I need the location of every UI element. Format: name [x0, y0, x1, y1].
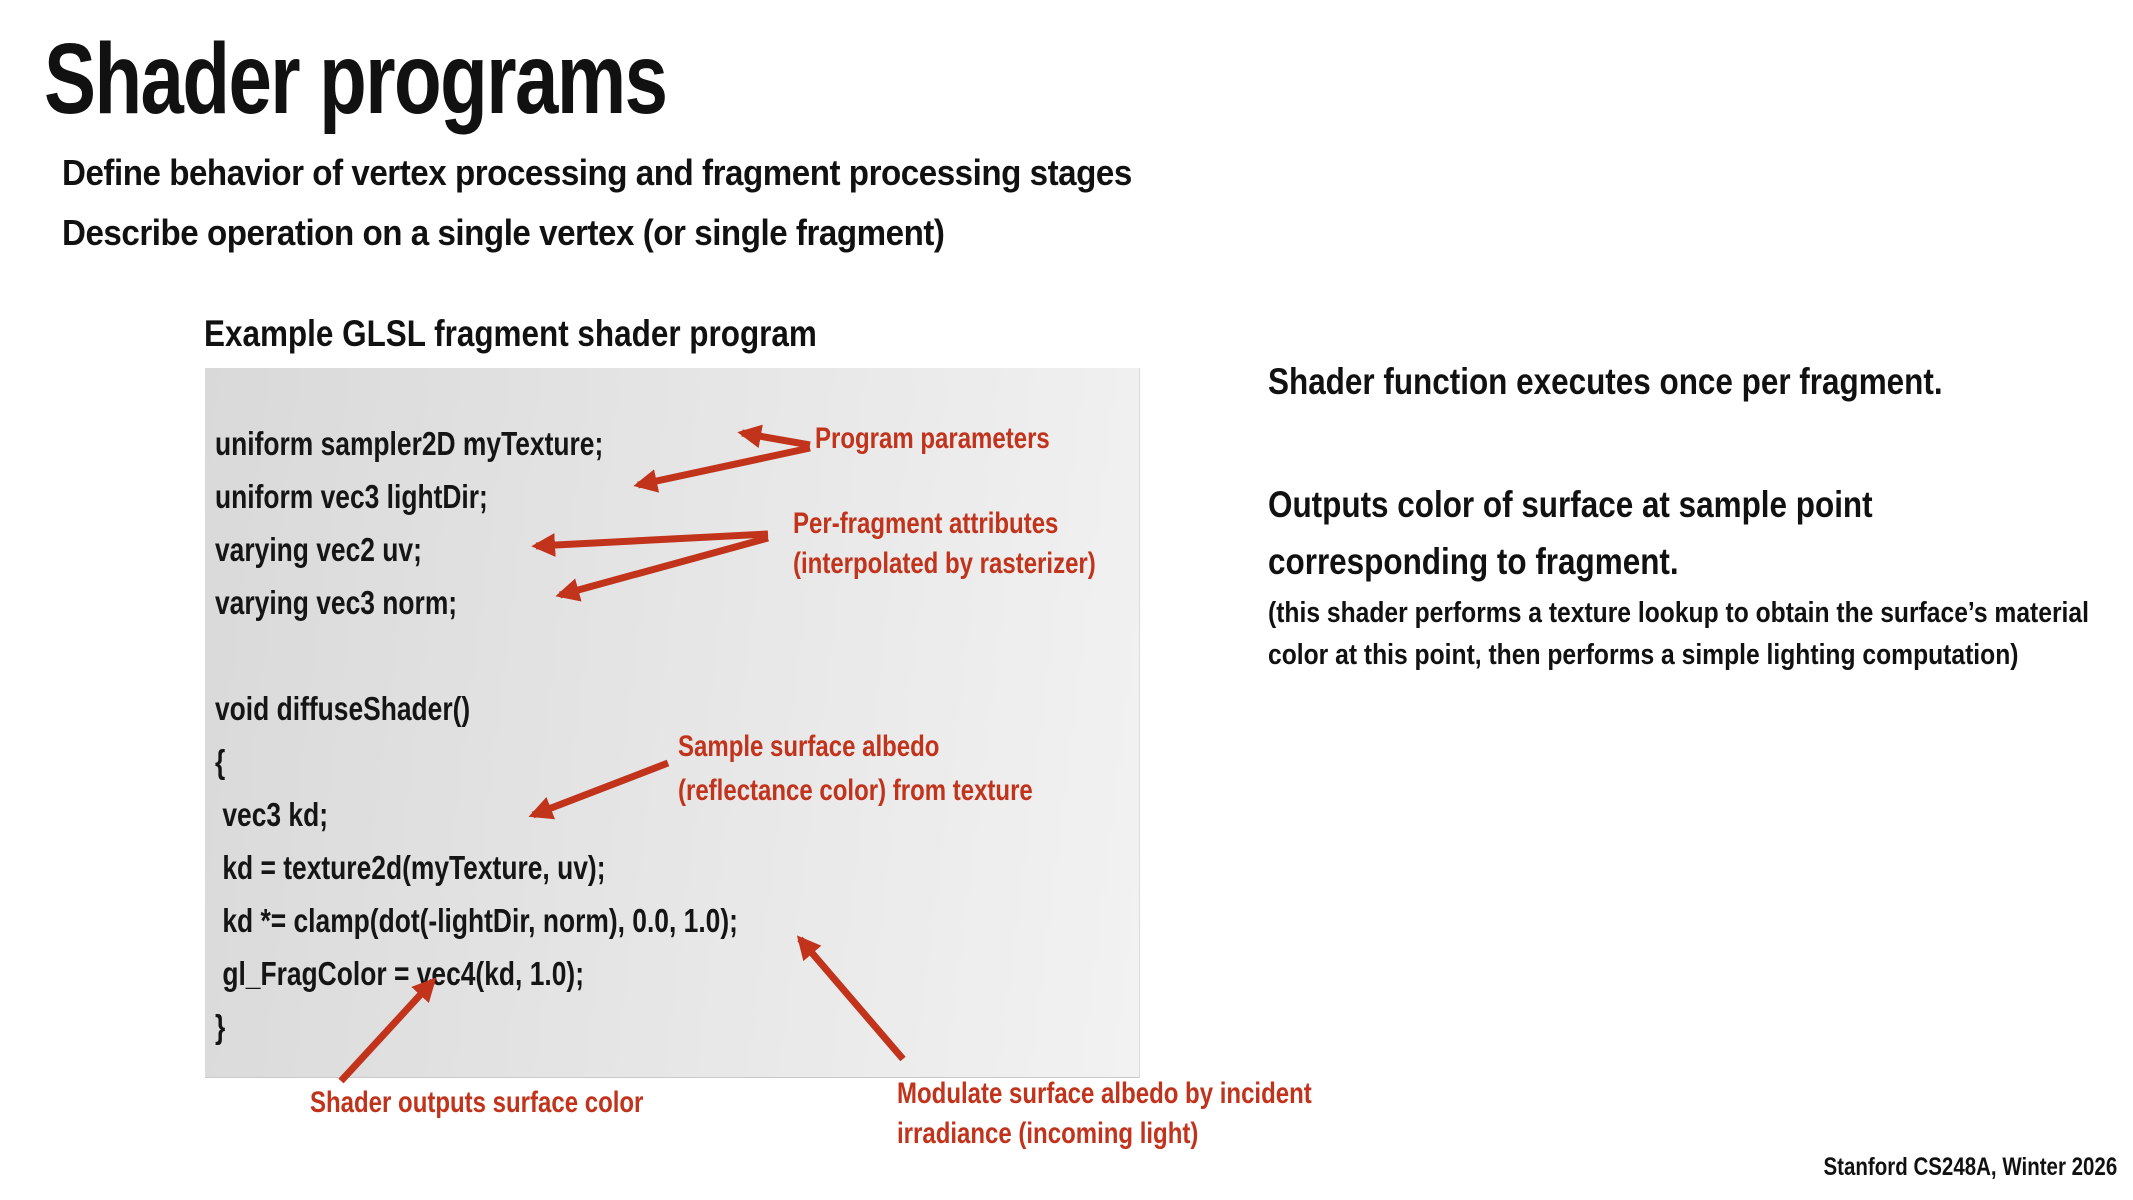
subtitle-line-2: Describe operation on a single vertex (o…: [62, 212, 945, 253]
code-line: kd = texture2d(myTexture, uv);: [215, 849, 606, 886]
code-line: {: [215, 743, 226, 780]
annotation-sample-albedo: Sample surface albedo (reflectance color…: [678, 730, 1033, 807]
code-line: [215, 629, 869, 682]
code-line: varying vec3 norm;: [215, 584, 458, 621]
subtitle-line-1: Define behavior of vertex processing and…: [62, 152, 1132, 193]
annotation-program-parameters: Program parameters: [815, 422, 1050, 455]
code-example-heading: Example GLSL fragment shader program: [204, 313, 817, 354]
code-line: kd *= clamp(dot(-lightDir, norm), 0.0, 1…: [215, 902, 738, 939]
code-line: vec3 kd;: [215, 796, 328, 833]
right-note-shader-detail: (this shader performs a texture lookup t…: [1268, 597, 2089, 671]
annotation-shader-outputs: Shader outputs surface color: [310, 1086, 644, 1119]
right-note-executes-per-fragment: Shader function executes once per fragme…: [1268, 361, 1943, 402]
annotation-per-fragment-attributes: Per-fragment attributes (interpolated by…: [793, 507, 1096, 580]
code-line: varying vec2 uv;: [215, 531, 422, 568]
code-line: gl_FragColor = vec4(kd, 1.0);: [215, 955, 584, 992]
annotation-modulate: Modulate surface albedo by incident irra…: [897, 1077, 1312, 1150]
code-line: }: [215, 1008, 226, 1045]
code-panel: uniform sampler2D myTexture; uniform vec…: [205, 368, 1140, 1078]
footer-course-label: Stanford CS248A, Winter 2026: [1823, 1153, 2117, 1181]
right-note-outputs-color: Outputs color of surface at sample point…: [1268, 484, 1873, 582]
page-title: Shader programs: [44, 23, 668, 135]
code-line: uniform vec3 lightDir;: [215, 478, 488, 515]
code-line: void diffuseShader(): [215, 690, 471, 727]
code-listing: uniform sampler2D myTexture; uniform vec…: [215, 417, 869, 1053]
code-line: uniform sampler2D myTexture;: [215, 425, 604, 462]
